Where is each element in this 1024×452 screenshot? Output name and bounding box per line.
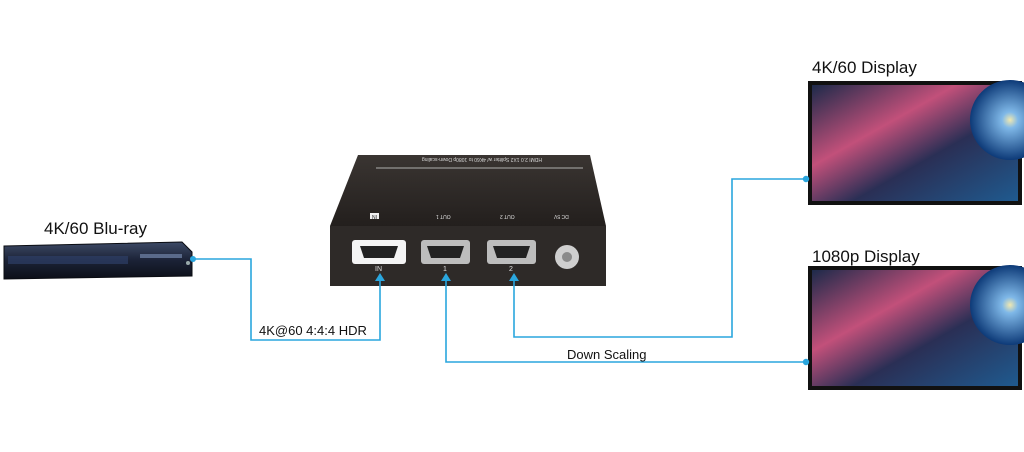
cable-input: [194, 258, 381, 341]
cable-out1: [445, 278, 805, 363]
port-bottom-in: IN: [375, 266, 382, 273]
display-1080p-label: 1080p Display: [812, 247, 920, 266]
cables: [194, 178, 805, 363]
downscale-label: Down Scaling: [567, 347, 647, 362]
splitter-top-text: HDMI 2.0 1X2 Splitter w/ 4K60 to 1080p D…: [421, 156, 543, 162]
port-label-in: IN: [370, 213, 379, 219]
cable-out2: [513, 178, 805, 338]
port-label-out2: OUT 2: [500, 213, 515, 219]
port-bottom-1: 1: [443, 266, 447, 273]
bluray-player: [3, 241, 193, 280]
source-label: 4K/60 Blu-ray: [44, 219, 147, 238]
connector-dots: [190, 175, 810, 366]
port-bottom-2: 2: [509, 266, 513, 273]
input-signal-label: 4K@60 4:4:4 HDR: [259, 323, 367, 338]
port-label-out1: OUT 1: [436, 213, 451, 219]
display-4k: [808, 80, 1024, 205]
display-4k-label: 4K/60 Display: [812, 58, 917, 77]
display-1080p: [808, 265, 1024, 390]
hdmi-splitter: [330, 155, 606, 286]
port-label-dc: DC 5V: [554, 213, 569, 219]
